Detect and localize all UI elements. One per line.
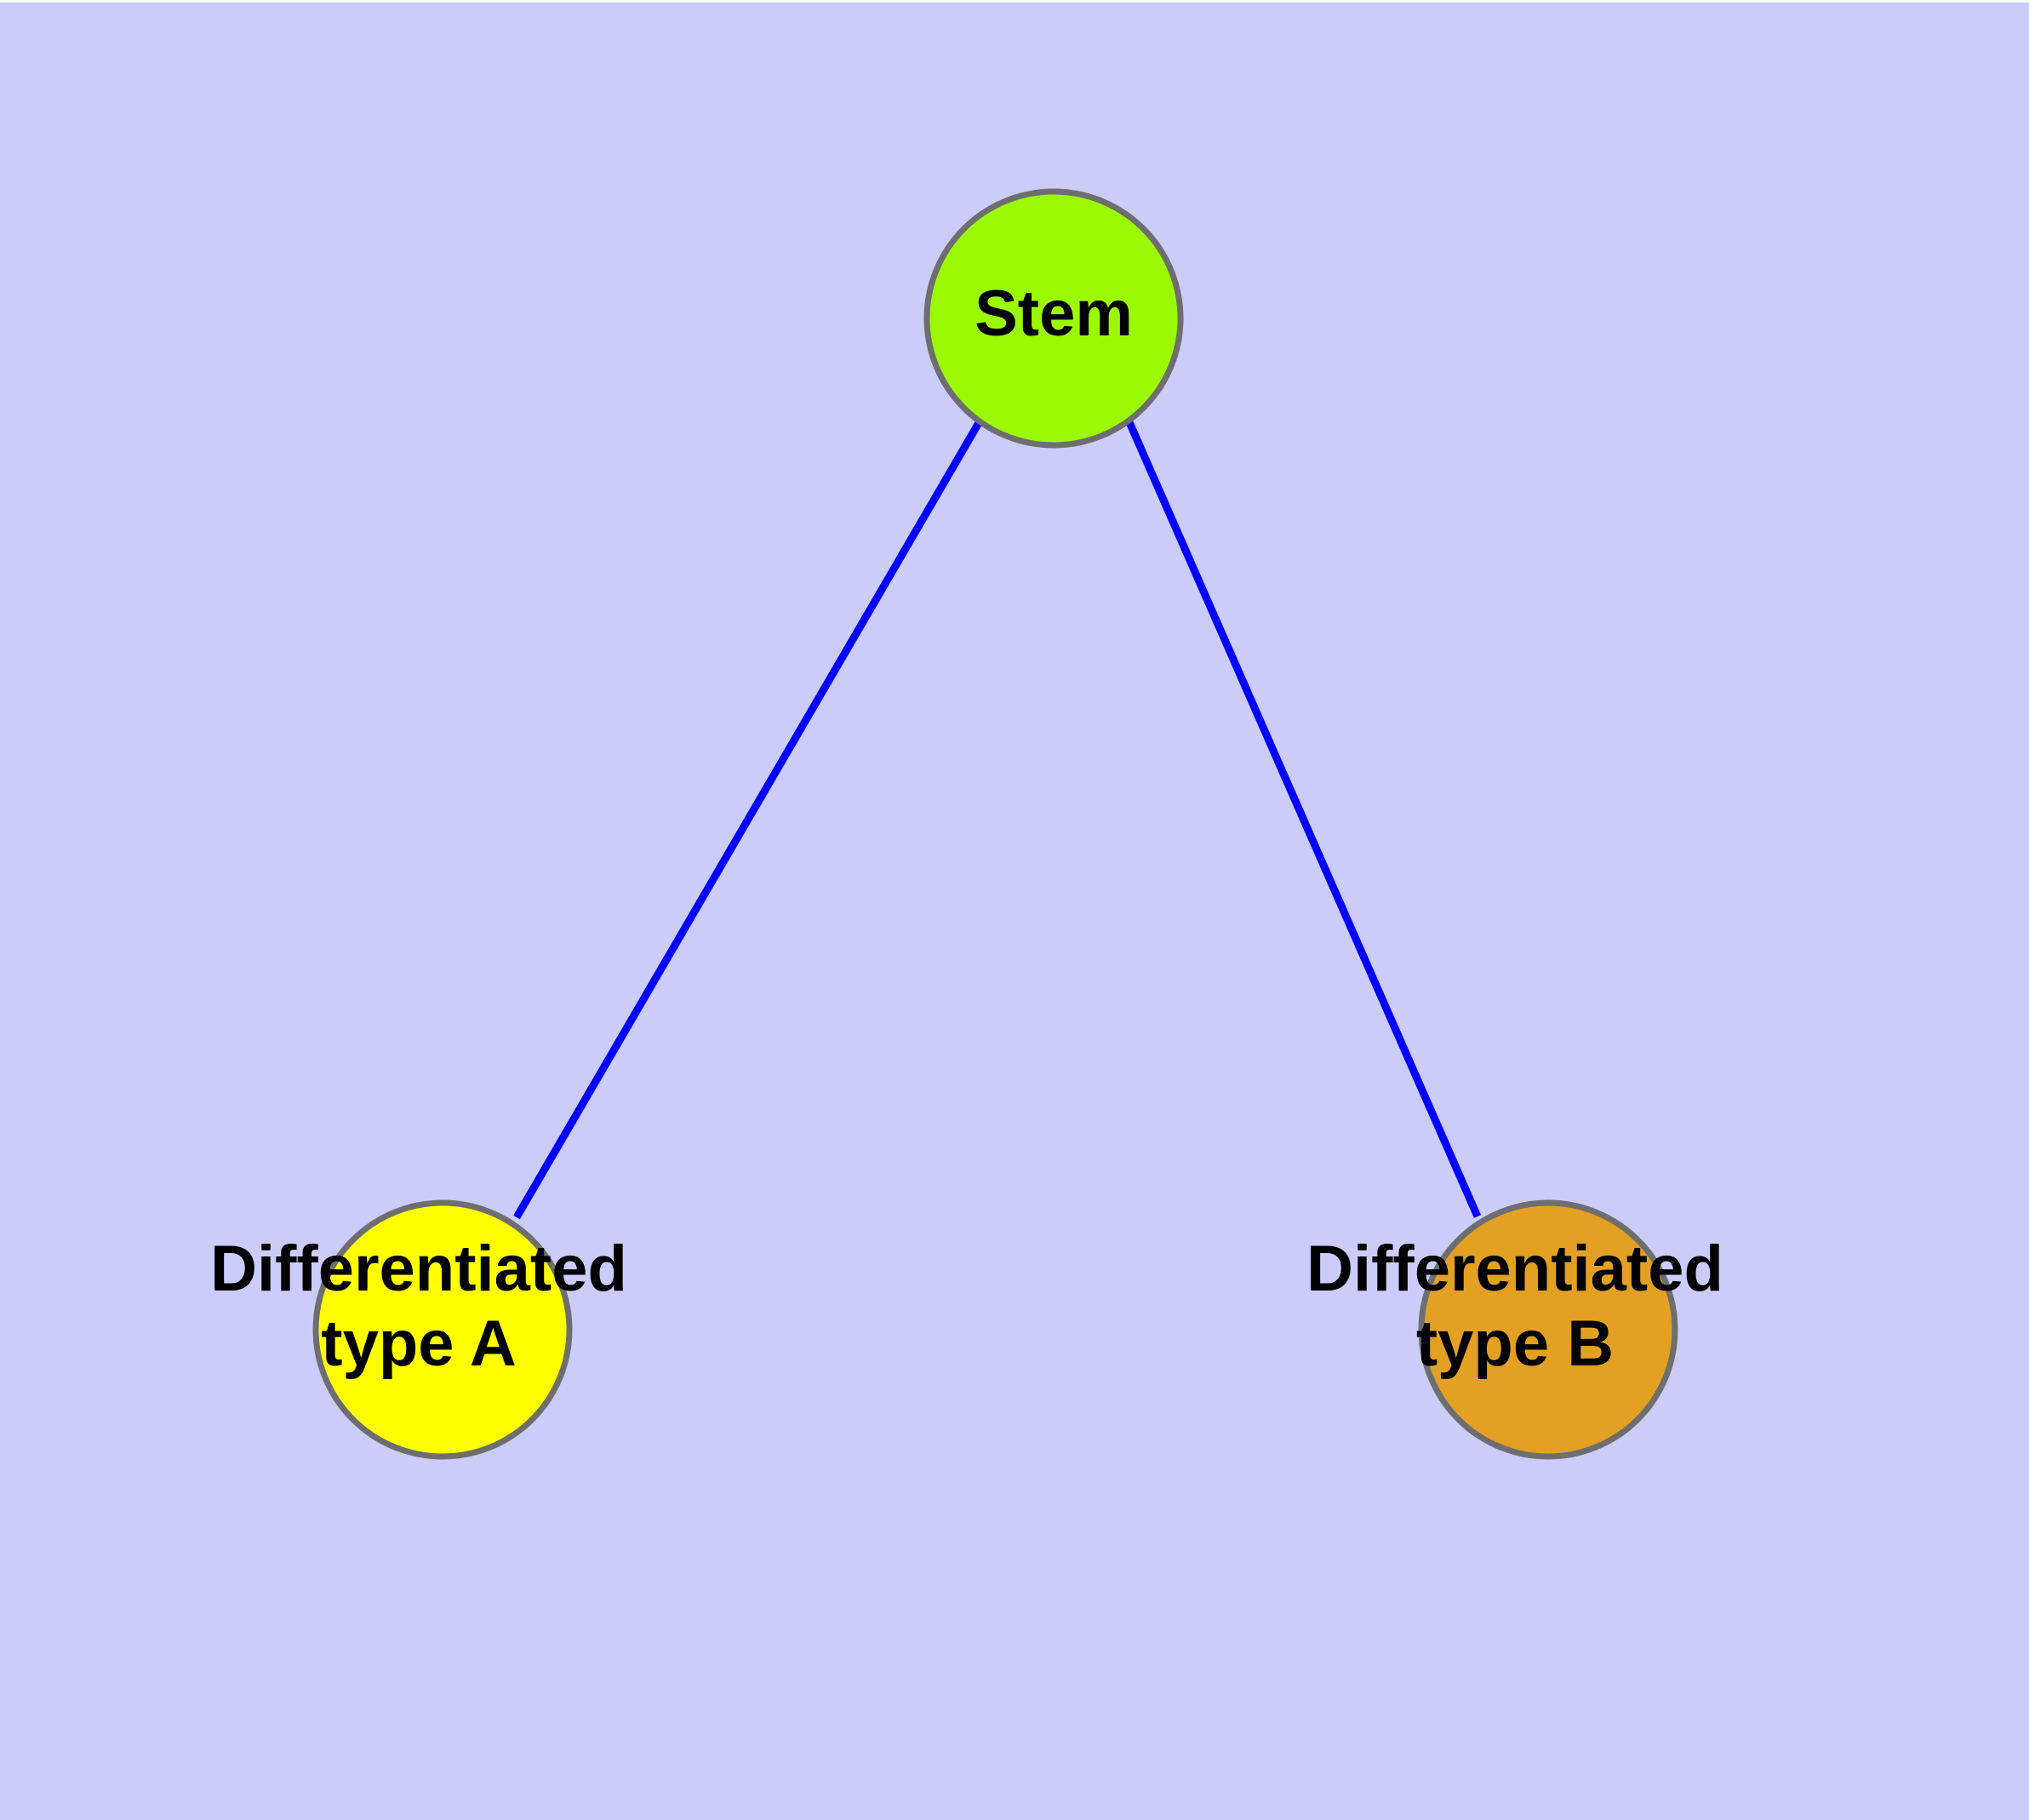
node-diff_b[interactable]	[1418, 1199, 1678, 1460]
node-layer	[312, 188, 1678, 1460]
node-label-line: Differentiated	[1306, 1233, 1723, 1305]
edge-stem-diff_a[interactable]	[513, 419, 983, 1220]
node-stem[interactable]	[923, 188, 1184, 449]
edge-layer	[513, 419, 1482, 1220]
node-label-line: type B	[1416, 1308, 1614, 1380]
node-diff_a[interactable]	[312, 1199, 573, 1460]
edge-stem-diff_b[interactable]	[1125, 421, 1482, 1218]
node-label-line: type A	[321, 1308, 516, 1380]
node-label-line: Stem	[974, 278, 1133, 350]
node-label-line: Differentiated	[210, 1233, 627, 1305]
node-label-stem: Stem	[974, 278, 1133, 350]
